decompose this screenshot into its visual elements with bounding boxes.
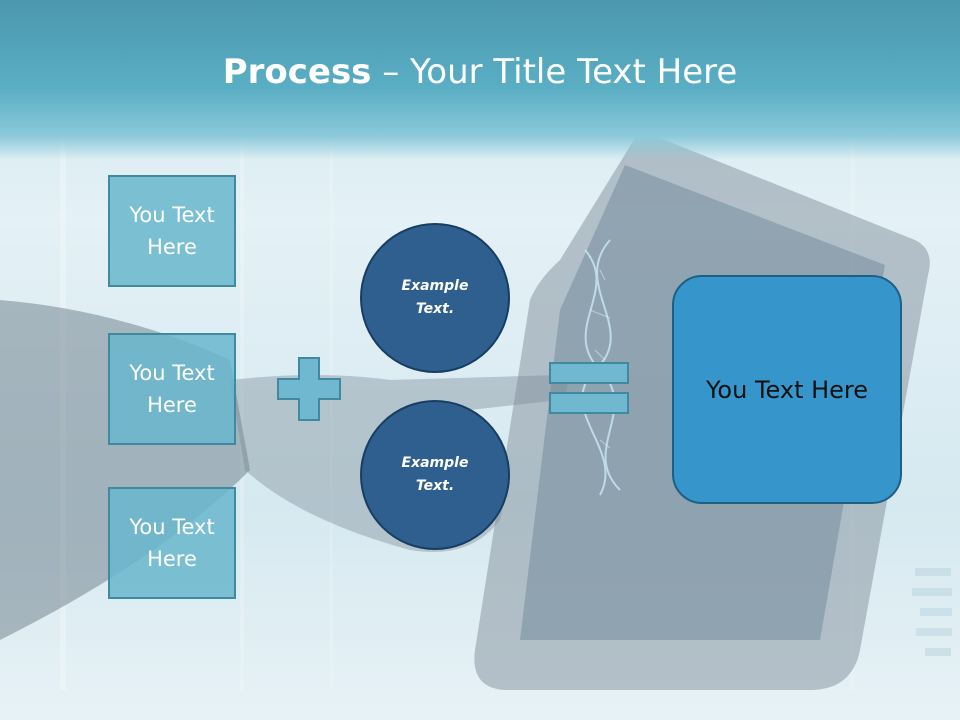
title-band bbox=[0, 0, 960, 160]
plus-icon bbox=[277, 357, 341, 421]
input-box-2: You Text Here bbox=[108, 333, 236, 445]
result-label: You Text Here bbox=[705, 375, 869, 404]
title-bold-part: Process bbox=[222, 52, 372, 92]
circle-label: Example Text. bbox=[401, 278, 469, 317]
input-box-1: You Text Here bbox=[108, 175, 236, 287]
example-circle-1: Example Text. bbox=[360, 223, 510, 373]
input-box-label: You Text Here bbox=[129, 203, 215, 259]
slide-title: Process – Your Title Text Here bbox=[0, 52, 960, 92]
equals-icon bbox=[549, 362, 629, 414]
circle-label: Example Text. bbox=[401, 455, 469, 494]
input-box-label: You Text Here bbox=[129, 515, 215, 571]
result-box: You Text Here bbox=[672, 275, 902, 504]
input-box-label: You Text Here bbox=[129, 361, 215, 417]
example-circle-2: Example Text. bbox=[360, 400, 510, 550]
input-box-3: You Text Here bbox=[108, 487, 236, 599]
title-rest: – Your Title Text Here bbox=[371, 52, 738, 92]
